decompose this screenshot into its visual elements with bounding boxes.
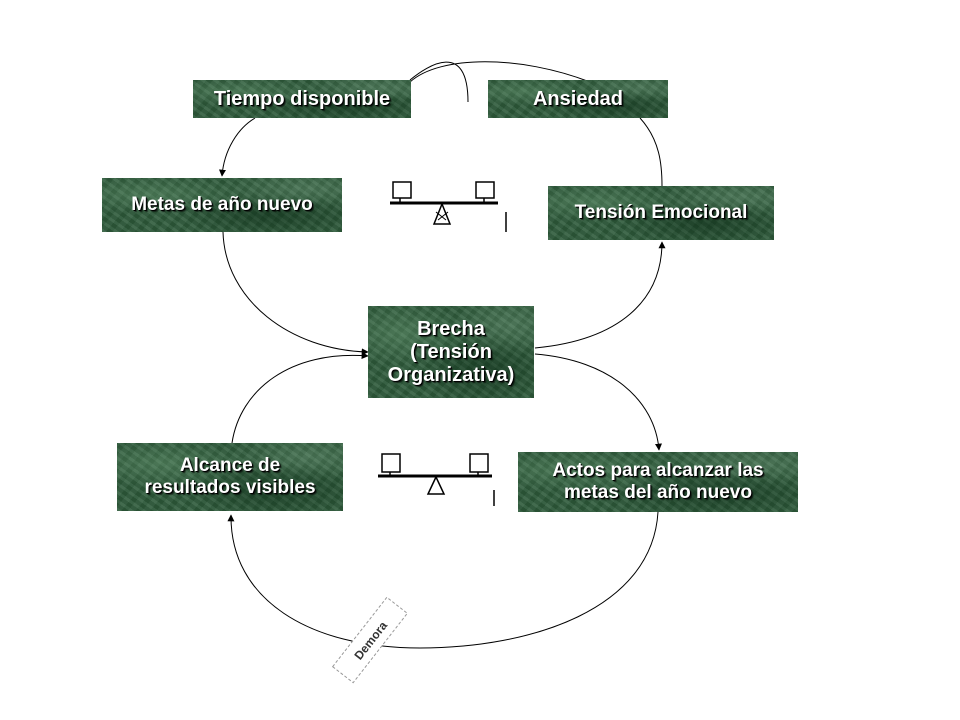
node-label: Brecha (Tensión Organizativa): [387, 317, 515, 386]
link-brecha-actos: [534, 353, 662, 451]
node-actos-alcanzar: Actos para alcanzar las metas del año nu…: [518, 452, 798, 512]
link-tiempo-metas: [218, 117, 256, 177]
node-metas-ano-nuevo: Metas de año nuevo: [102, 178, 342, 232]
link-ansiedad-tension: [639, 117, 663, 187]
link-metas-brecha: [222, 231, 369, 356]
node-alcance-resultados: Alcance de resultados visibles: [117, 443, 343, 511]
node-label: Actos para alcanzar las metas del año nu…: [552, 460, 764, 503]
balance-scale-icon: [378, 453, 495, 506]
node-ansiedad: Ansiedad: [488, 80, 668, 118]
link-actos-alcance: [227, 511, 659, 649]
delay-marker: Demora: [331, 596, 409, 684]
link-brecha-tension: [534, 241, 666, 349]
node-label: Tiempo disponible: [213, 87, 391, 110]
balance-scale-icon: [390, 181, 507, 232]
link-top-arc: [409, 61, 591, 83]
node-brecha: Brecha (Tensión Organizativa): [368, 306, 534, 398]
node-label: Tensión Emocional: [574, 202, 748, 224]
link-ansiedad-tiempo: [409, 61, 469, 103]
node-label: Ansiedad: [532, 87, 624, 110]
node-tension-emocional: Tensión Emocional: [548, 186, 774, 240]
node-label: Alcance de resultados visibles: [144, 455, 316, 498]
node-tiempo-disponible: Tiempo disponible: [193, 80, 411, 118]
link-alcance-brecha: [231, 352, 369, 444]
node-label: Metas de año nuevo: [131, 194, 313, 216]
